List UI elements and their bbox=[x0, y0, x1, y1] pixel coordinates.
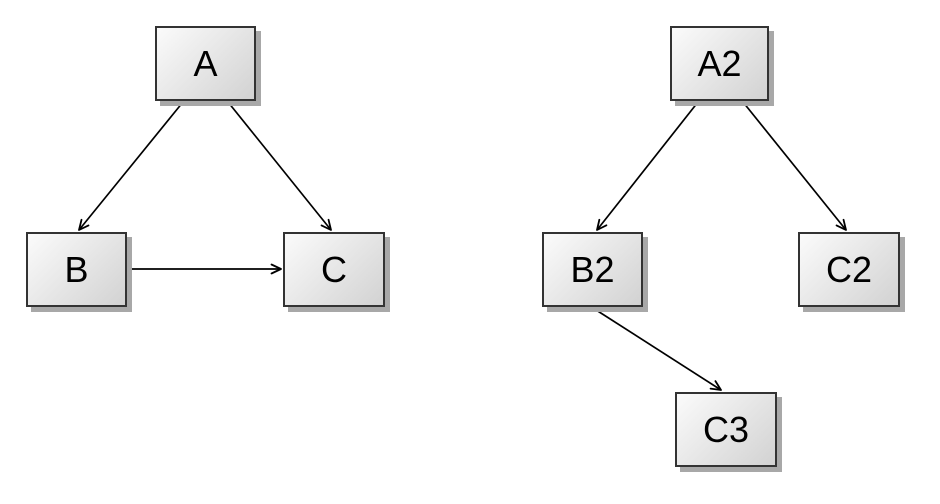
node-B2: B2 bbox=[542, 232, 643, 307]
edge-A-C bbox=[227, 101, 332, 231]
edge-A2-C2 bbox=[742, 101, 847, 231]
node-A2: A2 bbox=[670, 26, 769, 101]
edge-B2-C3 bbox=[592, 307, 722, 391]
edge-A2-B2 bbox=[596, 101, 699, 231]
node-C2: C2 bbox=[798, 232, 900, 307]
edge-A-B bbox=[78, 101, 184, 231]
node-C: C bbox=[283, 232, 385, 307]
node-A: A bbox=[155, 26, 256, 101]
node-B: B bbox=[26, 232, 127, 307]
node-C3: C3 bbox=[675, 392, 777, 467]
